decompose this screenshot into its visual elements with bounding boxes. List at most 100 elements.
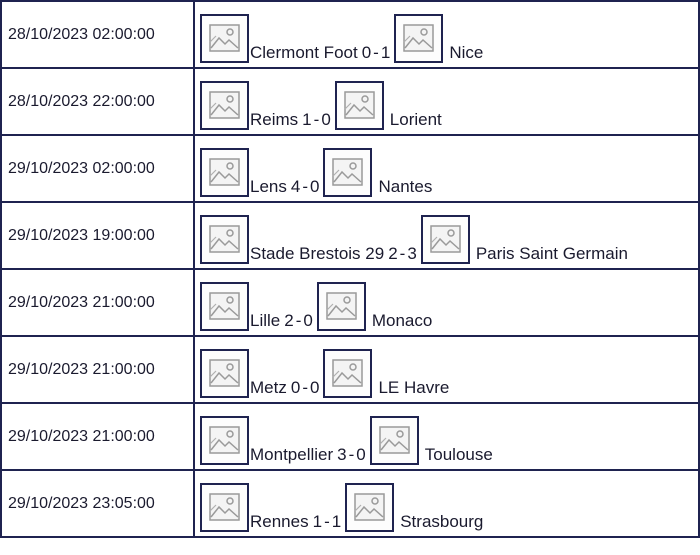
match-line: Stade Brestois 29 2-3 Paris Saint Germai…	[200, 208, 697, 264]
home-team-logo-icon	[200, 348, 249, 398]
broken-image-icon	[379, 425, 410, 454]
broken-image-icon	[326, 291, 357, 320]
broken-image-icon	[403, 23, 435, 52]
broken-image-icon	[430, 224, 461, 253]
away-team-logo-icon	[369, 415, 419, 465]
home-score: 2	[284, 310, 294, 330]
home-score: 0	[361, 42, 372, 62]
score-separator: -	[399, 243, 406, 263]
broken-image-icon	[209, 157, 240, 186]
matches-table-body: 28/10/2023 02:00:00 Clermont Foot 0-1	[0, 0, 700, 538]
match-row: 29/10/2023 21:00:00 Montpellier 3-0	[0, 402, 700, 471]
match-cell: Clermont Foot 0-1 Nice	[193, 0, 700, 69]
home-team-logo-icon	[200, 147, 249, 197]
score: 0-0	[291, 379, 320, 398]
broken-image-icon	[209, 224, 240, 253]
away-score: 0	[356, 444, 366, 464]
home-team-name: Stade Brestois 29	[250, 243, 385, 263]
home-team-logo-icon	[200, 13, 249, 63]
away-score: 0	[309, 377, 320, 397]
home-team-name: Lille	[250, 310, 281, 330]
match-date: 29/10/2023 02:00:00	[0, 134, 195, 203]
away-team-logo-icon	[345, 482, 395, 532]
home-team-logo-icon	[200, 415, 249, 465]
score: 2-3	[388, 245, 417, 264]
home-score: 1	[312, 511, 323, 531]
match-date: 28/10/2023 02:00:00	[0, 0, 195, 69]
broken-image-icon	[209, 425, 240, 454]
home-team-logo-icon	[200, 80, 249, 130]
away-team-logo-icon	[323, 147, 373, 197]
away-score: 0	[303, 310, 313, 330]
home-team-logo-icon	[200, 214, 249, 264]
away-team-logo-icon	[420, 214, 470, 264]
score: 1-1	[313, 513, 342, 532]
score: 2-0	[284, 312, 313, 331]
match-cell: Rennes 1-1 Strasbourg	[193, 469, 700, 538]
away-team-logo-icon	[323, 348, 373, 398]
match-row: 29/10/2023 21:00:00 Lille 2-0	[0, 268, 700, 337]
home-team-logo-icon	[200, 281, 249, 331]
match-date: 28/10/2023 22:00:00	[0, 67, 195, 136]
match-line: Montpellier 3-0 Toulouse	[200, 409, 697, 465]
score-separator: -	[324, 511, 330, 531]
score-separator: -	[373, 42, 379, 62]
broken-image-icon	[344, 90, 375, 119]
match-row: 28/10/2023 02:00:00 Clermont Foot 0-1	[0, 0, 700, 69]
score-separator: -	[348, 444, 355, 464]
score-separator: -	[295, 310, 302, 330]
score: 3-0	[337, 446, 366, 465]
match-cell: Lens 4-0 Nantes	[193, 134, 700, 203]
score: 4-0	[291, 178, 320, 197]
home-score: 4	[290, 176, 301, 196]
match-row: 29/10/2023 21:00:00 Metz 0-0	[0, 335, 700, 404]
matches-table: 28/10/2023 02:00:00 Clermont Foot 0-1	[0, 0, 700, 538]
broken-image-icon	[209, 492, 240, 521]
score-separator: -	[302, 176, 309, 196]
broken-image-icon	[354, 492, 385, 521]
home-team-name: Montpellier	[250, 444, 334, 464]
broken-image-icon	[209, 291, 240, 320]
home-team-name: Rennes	[250, 511, 309, 531]
match-date: 29/10/2023 21:00:00	[0, 268, 195, 337]
match-line: Lille 2-0 Monaco	[200, 275, 697, 331]
home-score: 1	[302, 109, 312, 129]
home-team-name: Lens	[250, 176, 287, 196]
away-team-name: Paris Saint Germain	[475, 243, 628, 263]
match-line: Clermont Foot 0-1 Nice	[200, 7, 697, 63]
home-team-name: Reims	[250, 109, 299, 129]
match-row: 29/10/2023 23:05:00 Rennes 1-1	[0, 469, 700, 538]
away-team-name: Toulouse	[424, 444, 493, 464]
away-team-logo-icon	[316, 281, 366, 331]
match-line: Metz 0-0 LE Havre	[200, 342, 697, 398]
away-team-name: Monaco	[371, 310, 433, 330]
score-separator: -	[313, 109, 320, 129]
home-team-logo-icon	[200, 482, 249, 532]
away-team-name: Nice	[449, 42, 484, 62]
home-score: 0	[290, 377, 301, 397]
score-separator: -	[302, 377, 308, 397]
broken-image-icon	[332, 157, 364, 186]
match-row: 28/10/2023 22:00:00 Reims 1-0	[0, 67, 700, 136]
home-team-name: Clermont Foot	[250, 42, 358, 62]
away-score: 3	[407, 243, 417, 263]
score: 1-0	[302, 111, 331, 130]
away-score: 0	[321, 109, 331, 129]
home-team-name: Metz	[250, 377, 287, 397]
match-row: 29/10/2023 19:00:00 Stade Brestois 29 2-…	[0, 201, 700, 270]
away-score: 1	[331, 511, 342, 531]
match-cell: Montpellier 3-0 Toulouse	[193, 402, 700, 471]
broken-image-icon	[209, 358, 240, 387]
match-cell: Stade Brestois 29 2-3 Paris Saint Germai…	[193, 201, 700, 270]
match-line: Lens 4-0 Nantes	[200, 141, 697, 197]
score: 0-1	[362, 44, 391, 63]
match-date: 29/10/2023 19:00:00	[0, 201, 195, 270]
away-score: 0	[310, 176, 320, 196]
away-team-name: LE Havre	[378, 377, 450, 397]
away-team-name: Lorient	[389, 109, 442, 129]
match-row: 29/10/2023 02:00:00 Lens 4-0	[0, 134, 700, 203]
home-score: 2	[388, 243, 398, 263]
match-cell: Reims 1-0 Lorient	[193, 67, 700, 136]
match-date: 29/10/2023 21:00:00	[0, 402, 195, 471]
broken-image-icon	[209, 90, 240, 119]
